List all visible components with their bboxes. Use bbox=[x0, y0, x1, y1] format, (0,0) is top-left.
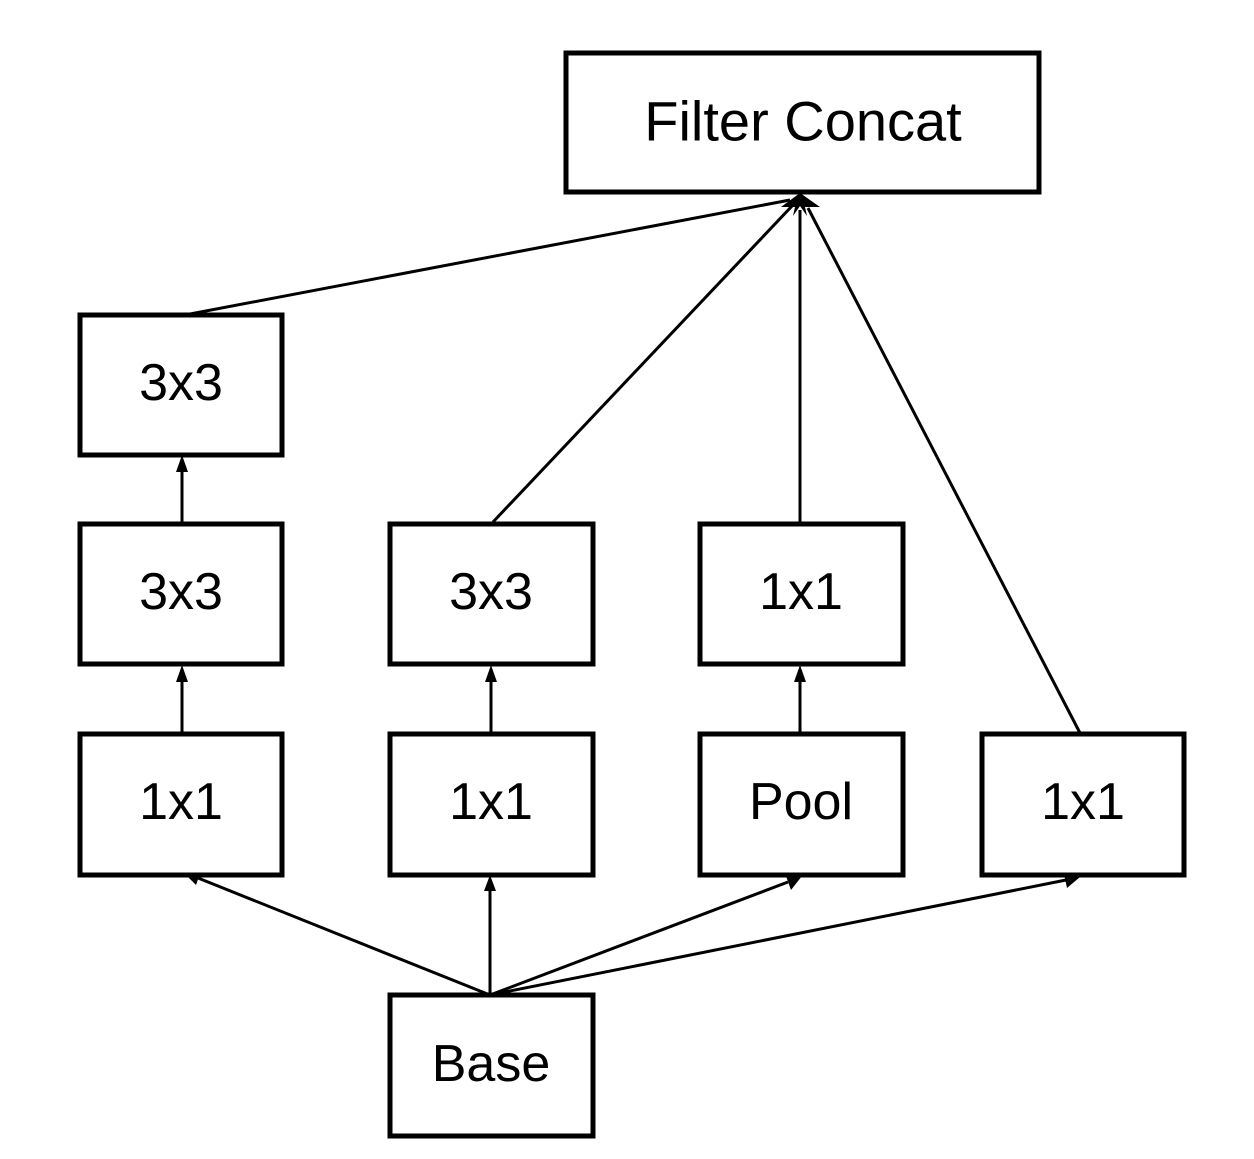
edge-base-to-pool bbox=[489, 880, 789, 997]
node-right-1x1: 1x1 bbox=[979, 731, 1187, 878]
right-1x1-label: 1x1 bbox=[1041, 773, 1125, 831]
arrowhead-left-top-3x3 bbox=[176, 455, 188, 472]
left-bottom-1x1-label: 1x1 bbox=[139, 773, 223, 831]
left-mid-3x3-label: 3x3 bbox=[139, 563, 223, 621]
node-left-mid-3x3: 3x3 bbox=[77, 521, 285, 667]
center-left-top-3x3-label: 3x3 bbox=[449, 563, 533, 621]
center-left-bottom-1x1-label: 1x1 bbox=[449, 773, 533, 831]
pool-label: Pool bbox=[749, 773, 853, 831]
edge-base-to-left-1x1 bbox=[197, 876, 491, 997]
edge-center-3x3-to-concat bbox=[491, 204, 794, 524]
edges bbox=[176, 193, 1082, 997]
node-center-left-bottom-1x1: 1x1 bbox=[387, 731, 596, 878]
arrowhead-left-mid-3x3 bbox=[176, 665, 188, 682]
filter-concat-label: Filter Concat bbox=[644, 90, 962, 153]
node-left-top-3x3: 3x3 bbox=[77, 312, 285, 458]
arrowhead-center-1x1 bbox=[484, 875, 496, 891]
arrowhead-pool bbox=[786, 876, 802, 890]
arrowhead-center-right-1x1 bbox=[794, 665, 806, 682]
arrowhead-center-3x3 bbox=[485, 665, 497, 682]
node-center-left-top-3x3: 3x3 bbox=[387, 521, 596, 667]
left-top-3x3-label: 3x3 bbox=[139, 354, 223, 412]
node-pool: Pool bbox=[697, 731, 906, 878]
edge-left-3x3-to-concat bbox=[189, 198, 791, 316]
node-base: Base bbox=[387, 992, 596, 1139]
arrowhead-filter-concat bbox=[781, 193, 820, 216]
node-left-bottom-1x1: 1x1 bbox=[77, 731, 285, 878]
node-center-right-top-1x1: 1x1 bbox=[697, 521, 906, 667]
edge-right-1x1-to-concat bbox=[806, 207, 1082, 734]
base-label: Base bbox=[432, 1035, 551, 1093]
center-right-top-1x1-label: 1x1 bbox=[759, 563, 843, 621]
node-filter-concat: Filter Concat bbox=[563, 50, 1042, 195]
edge-base-to-right-1x1 bbox=[489, 878, 1067, 997]
